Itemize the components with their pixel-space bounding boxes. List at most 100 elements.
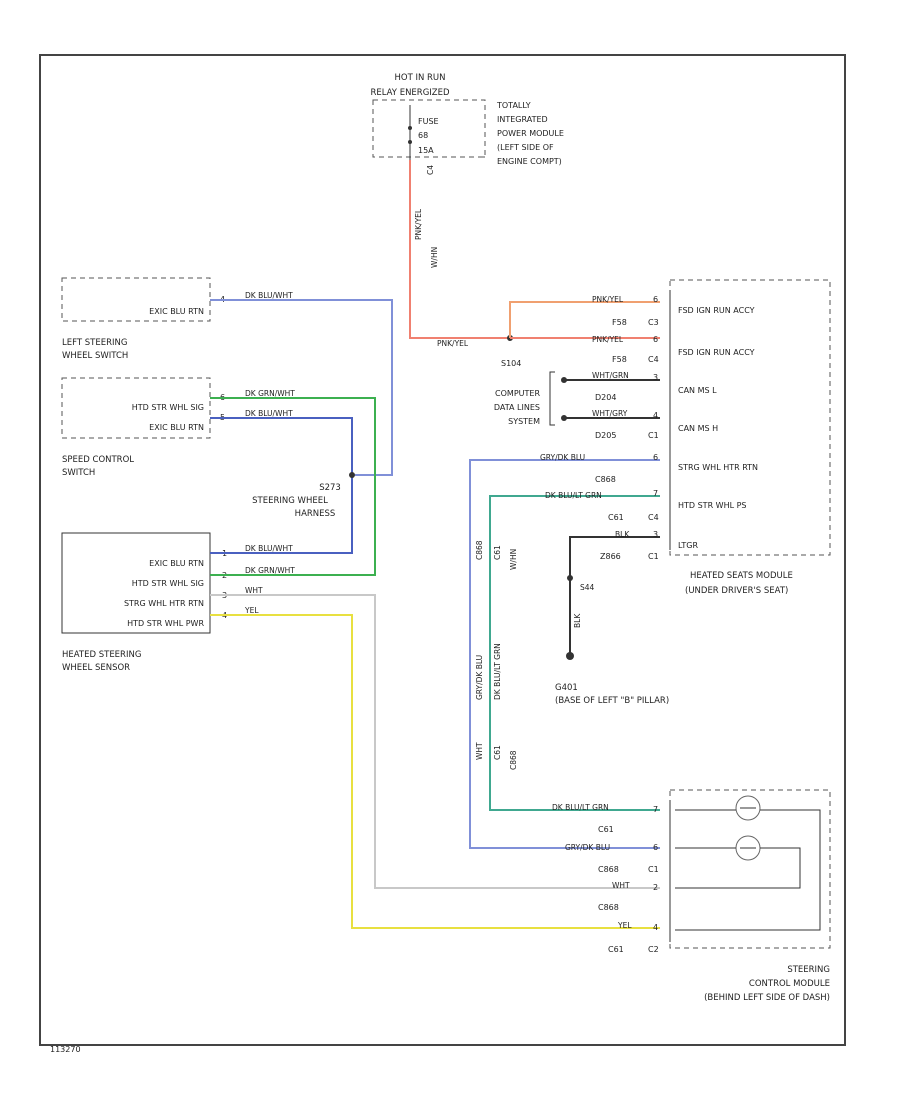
left-switch-name: LEFT STEERING	[62, 338, 127, 348]
seats-pin5: 6	[653, 453, 658, 462]
seats-label1: FSD IGN RUN ACCY	[678, 306, 755, 315]
scm-conn4b: C2	[648, 945, 659, 954]
scm-name: STEERING	[787, 965, 830, 975]
wire-gry-dk-blu	[469, 459, 660, 849]
heater-element-icon	[735, 795, 761, 821]
cdl-label: COMPUTER	[495, 389, 540, 398]
cdl-label: SYSTEM	[508, 417, 540, 426]
scm-conn1: C61	[598, 825, 614, 834]
harness-label: S273	[319, 483, 341, 493]
scm-conn2b: C1	[648, 865, 659, 874]
speed-wire1-label: DK GRN/WHT	[245, 389, 295, 398]
fuse-rating: 15A	[418, 146, 434, 155]
ground-name: G401	[555, 683, 578, 693]
pdm-label: (LEFT SIDE OF	[497, 143, 554, 152]
relay-energized-label: RELAY ENERGIZED	[370, 88, 450, 98]
scm-pin3: 2	[653, 883, 658, 892]
scm-wire1-label: DK BLU/LT GRN	[552, 803, 609, 812]
fuse-terminal	[408, 140, 412, 144]
scm-name: CONTROL MODULE	[749, 979, 830, 989]
mid-wire-label: DK BLU/LT GRN	[493, 643, 502, 700]
seats-wire2-label: PNK/YEL	[592, 335, 624, 344]
seats-label4: CAN MS H	[678, 424, 718, 433]
seats-conn3: D204	[595, 393, 616, 402]
harness-label: HARNESS	[295, 509, 336, 519]
hot-in-run-label: HOT IN RUN	[394, 73, 445, 83]
splice-s104-label: S104	[501, 359, 521, 368]
mid-wire-label: C868	[475, 540, 484, 560]
wire-pnk-yel-c3	[509, 301, 660, 338]
can-bracket	[549, 371, 555, 426]
pdm-label: TOTALLY	[496, 101, 531, 110]
wire-dk-blu-wht-speed	[210, 417, 353, 554]
ground-splice	[567, 575, 573, 581]
wire-dk-blu-wht-left	[210, 299, 393, 476]
sensor-wire4-label: YEL	[244, 606, 259, 615]
ground-terminal	[566, 652, 574, 660]
seats-pin2: 6	[653, 335, 658, 344]
wire-label-pnk-yel: PNK/YEL	[414, 208, 423, 240]
seats-conn1: F58	[612, 318, 627, 327]
pdm-label: INTEGRATED	[497, 115, 548, 124]
heated-seats-module-box	[669, 279, 831, 556]
left-switch-pin-label: EXIC BLU RTN	[149, 307, 204, 316]
diagram-frame	[39, 54, 846, 1046]
sensor-pin2-label: HTD STR WHL SIG	[132, 579, 204, 588]
ground-ref: S44	[580, 583, 595, 592]
seats-wire4-label: WHT/GRY	[592, 409, 628, 418]
seats-conn1b: C3	[648, 318, 659, 327]
speed-control-switch-box	[61, 377, 211, 439]
seats-wire1-label: PNK/YEL	[592, 295, 624, 304]
can-terminal	[561, 415, 567, 421]
mid-wire-label: C61	[493, 545, 502, 560]
seats-conn6: C61	[608, 513, 624, 522]
wire-dk-grn-wht-speed	[210, 397, 376, 576]
speed-switch-name: SPEED CONTROL	[62, 455, 134, 465]
mid-wire-label: C61	[493, 745, 502, 760]
steering-control-module-box	[669, 789, 831, 949]
seats-wire3-label: WHT/GRN	[592, 371, 629, 380]
fuse-box-dashed	[372, 99, 486, 158]
splice-s273	[349, 472, 355, 478]
sensor-name: WHEEL SENSOR	[62, 663, 130, 673]
seats-pin1: 6	[653, 295, 658, 304]
seats-pin7: 3	[653, 530, 658, 539]
seats-module-name: HEATED SEATS MODULE	[690, 571, 793, 581]
left-switch-wire-label: DK BLU/WHT	[245, 291, 293, 300]
seats-wire7-label: BLK	[615, 530, 630, 539]
pdm-label: ENGINE COMPT)	[497, 157, 562, 166]
seats-label5: STRG WHL HTR RTN	[678, 463, 758, 472]
seats-pin4: 4	[653, 411, 658, 420]
seats-conn7b: C1	[648, 552, 659, 561]
fuse-terminal	[408, 126, 412, 130]
can-terminal	[561, 377, 567, 383]
mid-wire-label: C868	[509, 750, 518, 770]
seats-label7: LTGR	[678, 541, 698, 550]
scm-wire3-label: WHT	[612, 881, 630, 890]
seats-conn2: F58	[612, 355, 627, 364]
sensor-pin4-label: HTD STR WHL PWR	[127, 619, 204, 628]
wire-label-pnk-yel-h: PNK/YEL	[437, 339, 469, 348]
seats-label3: CAN MS L	[678, 386, 717, 395]
scm-conn4: C61	[608, 945, 624, 954]
seats-module-name: (UNDER DRIVER'S SEAT)	[685, 586, 788, 596]
seats-conn5: C868	[595, 475, 616, 484]
seats-conn2b: C4	[648, 355, 659, 364]
seats-pin6: 7	[653, 489, 658, 498]
left-steering-switch-box	[61, 277, 211, 322]
seats-pin3: 3	[653, 373, 658, 382]
seats-conn7: Z866	[600, 552, 621, 561]
seats-conn4b: C1	[648, 431, 659, 440]
wire-dk-blu-lt-grn	[489, 495, 660, 811]
seats-wire6-label: DK BLU/LT GRN	[545, 491, 602, 500]
speed-switch-name: SWITCH	[62, 468, 95, 478]
ground-wire-label: BLK	[573, 613, 582, 628]
sensor-name: HEATED STEERING	[62, 650, 141, 660]
scm-pin1: 7	[653, 805, 658, 814]
scm-conn3: C868	[598, 903, 619, 912]
seats-label2: FSD IGN RUN ACCY	[678, 348, 755, 357]
speed-pin2-label: EXIC BLU RTN	[149, 423, 204, 432]
scm-conn2: C868	[598, 865, 619, 874]
seats-conn4: D205	[595, 431, 616, 440]
